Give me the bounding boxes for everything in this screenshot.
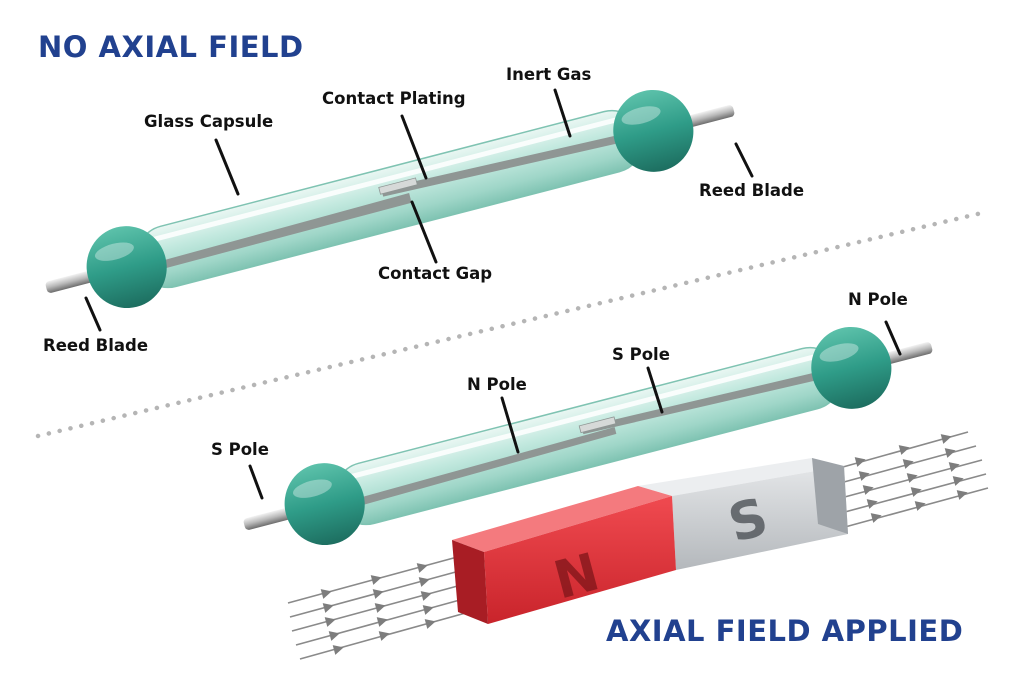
glass-end-left — [86, 226, 167, 309]
label-contact-plating: Contact Plating — [322, 89, 466, 108]
leader-s-pole-left — [248, 464, 264, 500]
reed-blade-right — [581, 366, 843, 435]
leader-lines — [84, 88, 902, 500]
leader-s-pole-mid — [646, 366, 664, 414]
glass-end-right — [811, 326, 892, 409]
leader-reed-blade-right — [734, 142, 754, 178]
glass-end-left — [284, 463, 365, 546]
heading-axial-field-applied: AXIAL FIELD APPLIED — [606, 614, 964, 648]
field-arrows-right — [854, 434, 968, 523]
reed-blade-right — [381, 129, 645, 197]
magnet-north-end-face — [452, 540, 488, 624]
leader-reed-blade-left — [84, 296, 102, 332]
label-reed-blade-left: Reed Blade — [43, 336, 149, 355]
magnet-south-front-face — [672, 466, 848, 570]
reed-blade-left — [137, 193, 412, 276]
reed-switch-open — [45, 89, 735, 309]
field-line — [295, 594, 479, 646]
label-reed-blade-right: Reed Blade — [699, 181, 805, 200]
leader-glass-capsule — [214, 138, 240, 196]
divider-dotted-line — [35, 209, 989, 439]
contact-plating — [578, 416, 617, 434]
leader-inert-gas — [553, 88, 572, 138]
leader-n-pole-right — [884, 320, 902, 356]
contact-plating — [378, 177, 418, 195]
magnet-north-top-face — [452, 486, 672, 552]
heading-no-axial-field: NO AXIAL FIELD — [38, 30, 304, 64]
magnet-south-end-face — [812, 458, 848, 534]
magnet-north-front-face — [484, 496, 676, 624]
field-arrows-left — [320, 563, 436, 655]
magnet-south-top-face — [638, 458, 844, 496]
field-line — [299, 608, 481, 660]
glass-end-right — [613, 89, 694, 172]
leader-contact-plating — [400, 114, 428, 180]
label-glass-capsule: Glass Capsule — [144, 112, 274, 131]
bar-magnet: N S — [452, 458, 848, 624]
label-s-pole-mid: S Pole — [612, 345, 670, 364]
label-s-pole-left: S Pole — [211, 440, 269, 459]
label-n-pole-right: N Pole — [848, 290, 908, 309]
label-inert-gas: Inert Gas — [506, 65, 592, 84]
label-n-pole-mid: N Pole — [467, 375, 527, 394]
reed-switch-closed — [243, 326, 933, 546]
label-contact-gap: Contact Gap — [378, 264, 493, 283]
leader-contact-gap — [410, 200, 438, 264]
leader-n-pole-mid — [500, 396, 520, 454]
reed-blade-left — [335, 427, 617, 513]
